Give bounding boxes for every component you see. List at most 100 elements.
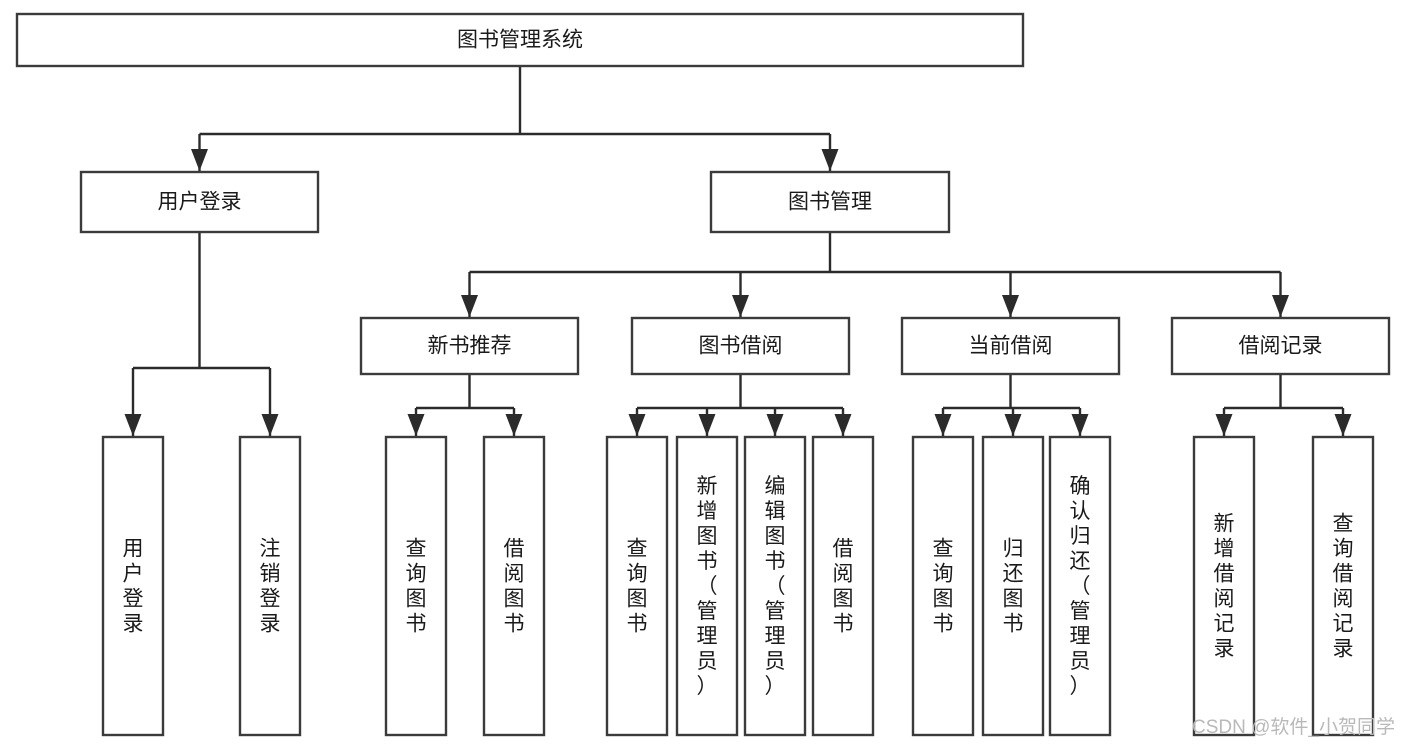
svg-text:书: 书	[504, 613, 525, 636]
svg-text:阅: 阅	[504, 563, 525, 586]
svg-text:查: 查	[1333, 513, 1354, 536]
svg-text:编: 编	[765, 475, 786, 498]
svg-text:书: 书	[697, 550, 718, 573]
node-leaf-borrow-book-rec-box[interactable]	[482, 435, 546, 737]
node-book-manage[interactable]: 图书管理	[709, 170, 951, 234]
svg-text:销: 销	[260, 563, 281, 586]
arrow-head-book-manage	[821, 149, 839, 171]
node-root[interactable]: 图书管理系统	[15, 12, 1025, 68]
svg-text:）: ）	[765, 675, 786, 698]
node-leaf-user-login[interactable]: 用户登录	[101, 435, 165, 737]
svg-text:书: 书	[765, 550, 786, 573]
node-leaf-add-borrow-record-box[interactable]	[1192, 435, 1256, 737]
arrow-head-leaf-edit-book-admin	[766, 414, 784, 436]
arrow-head-new-book-recommend	[461, 295, 478, 317]
svg-text:用: 用	[123, 538, 144, 561]
svg-text:询: 询	[627, 563, 648, 586]
node-root-label: 图书管理系统	[457, 29, 583, 52]
svg-text:辑: 辑	[765, 500, 786, 523]
node-book-borrow[interactable]: 图书借阅	[630, 316, 851, 376]
svg-text:认: 认	[1070, 500, 1091, 523]
svg-text:注: 注	[260, 538, 281, 561]
svg-text:户: 户	[123, 563, 144, 586]
node-current-borrow-box[interactable]	[900, 316, 1121, 376]
svg-text:询: 询	[406, 563, 427, 586]
node-root-box[interactable]	[15, 12, 1025, 68]
node-leaf-query-book-rec-box[interactable]	[384, 435, 448, 737]
svg-text:管: 管	[1070, 600, 1091, 623]
node-leaf-borrow-book-box[interactable]	[811, 435, 875, 737]
nodes-layer: 图书管理系统用户登录图书管理新书推荐图书借阅当前借阅借阅记录用户登录注销登录查询…	[15, 12, 1391, 737]
svg-text:书: 书	[833, 613, 854, 636]
node-book-manage-box[interactable]	[709, 170, 951, 234]
node-book-manage-label: 图书管理	[788, 191, 872, 214]
svg-text:新: 新	[1214, 513, 1235, 536]
arrow-head-leaf-borrow-book	[834, 414, 852, 436]
node-leaf-edit-book-admin-box[interactable]	[743, 435, 807, 737]
svg-text:归: 归	[1003, 538, 1024, 561]
svg-text:还: 还	[1070, 550, 1091, 573]
node-leaf-add-book-admin-box[interactable]	[675, 435, 739, 737]
svg-text:图: 图	[504, 588, 525, 611]
node-current-borrow[interactable]: 当前借阅	[900, 316, 1121, 376]
svg-text:书: 书	[933, 613, 954, 636]
node-user-login-label: 用户登录	[158, 191, 242, 214]
arrow-head-leaf-confirm-return-admin	[1071, 414, 1089, 436]
node-new-book-recommend-label: 新书推荐	[428, 335, 512, 358]
svg-text:理: 理	[1070, 625, 1091, 648]
svg-text:员: 员	[765, 650, 786, 673]
node-current-borrow-label: 当前借阅	[969, 335, 1053, 358]
svg-text:确: 确	[1070, 475, 1091, 498]
arrow-head-leaf-query-book-borrow	[628, 414, 646, 436]
svg-text:借: 借	[1333, 563, 1354, 586]
node-user-login-box[interactable]	[79, 170, 320, 234]
svg-text:员: 员	[697, 650, 718, 673]
node-leaf-query-book-borrow-box[interactable]	[605, 435, 669, 737]
node-leaf-query-borrow-record-box[interactable]	[1311, 435, 1375, 737]
node-leaf-user-login-box[interactable]	[101, 435, 165, 737]
node-new-book-recommend[interactable]: 新书推荐	[359, 316, 580, 376]
arrow-head-leaf-return-book	[1004, 414, 1022, 436]
node-leaf-user-logout-box[interactable]	[238, 435, 302, 737]
svg-text:图: 图	[697, 525, 718, 548]
node-book-borrow-box[interactable]	[630, 316, 851, 376]
svg-text:书: 书	[627, 613, 648, 636]
svg-text:阅: 阅	[833, 563, 854, 586]
svg-text:询: 询	[933, 563, 954, 586]
node-borrow-record[interactable]: 借阅记录	[1170, 316, 1391, 376]
node-new-book-recommend-box[interactable]	[359, 316, 580, 376]
node-leaf-user-login-label: 用户登录	[123, 538, 144, 636]
node-user-login[interactable]: 用户登录	[79, 170, 320, 234]
arrow-head-leaf-add-book-admin	[698, 414, 716, 436]
node-borrow-record-box[interactable]	[1170, 316, 1391, 376]
svg-text:员: 员	[1070, 650, 1091, 673]
svg-text:（: （	[1070, 575, 1091, 598]
node-leaf-query-book-cur-box[interactable]	[911, 435, 975, 737]
arrow-head-leaf-user-logout	[261, 414, 279, 436]
node-leaf-confirm-return-admin-box[interactable]	[1048, 435, 1112, 737]
svg-text:理: 理	[765, 625, 786, 648]
arrow-head-user-login	[191, 149, 208, 171]
svg-text:询: 询	[1333, 538, 1354, 561]
node-leaf-return-book-box[interactable]	[981, 435, 1045, 737]
svg-text:增: 增	[1214, 538, 1235, 561]
